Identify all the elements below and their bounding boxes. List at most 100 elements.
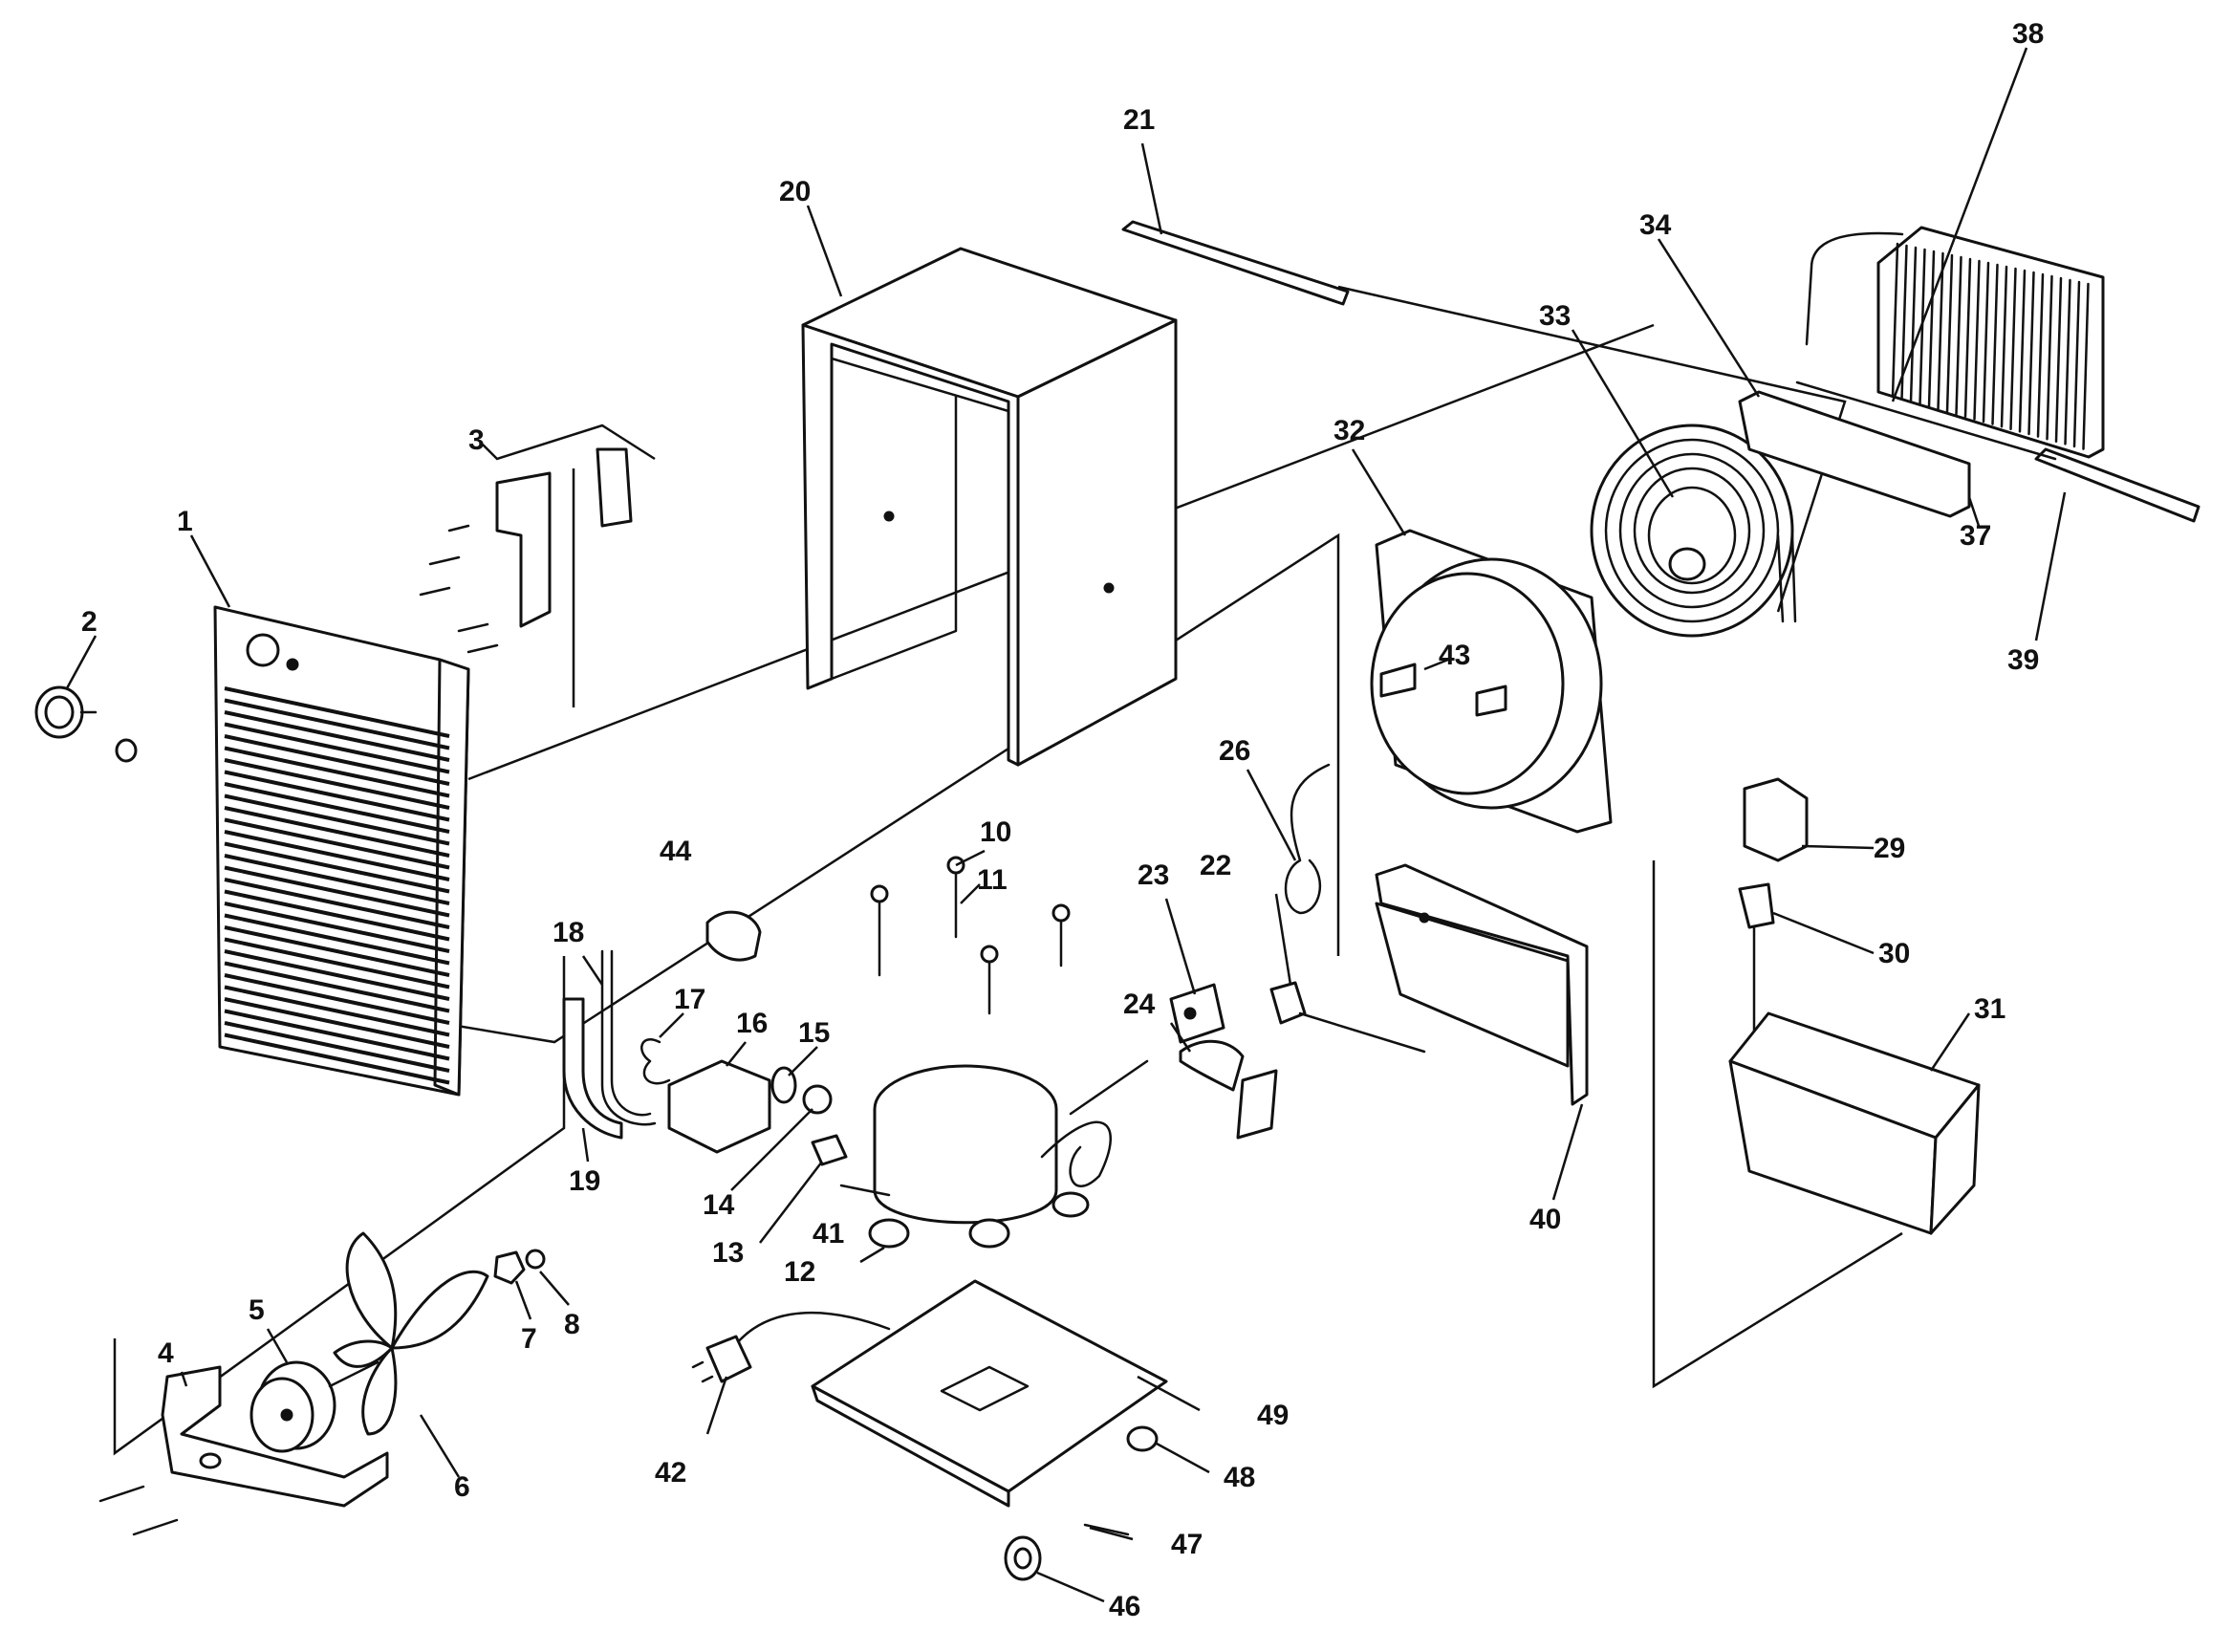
- label-40: 40: [1529, 1204, 1561, 1235]
- label-46: 46: [1109, 1591, 1140, 1622]
- label-14: 14: [703, 1189, 735, 1221]
- part-15-terminal: [770, 1066, 797, 1104]
- label-1: 1: [177, 506, 193, 537]
- evaporator-fin: [2036, 272, 2045, 438]
- grille-louver: [224, 710, 450, 762]
- part-4-motor-bracket: [98, 1365, 389, 1536]
- evaporator-fin: [1927, 250, 1936, 408]
- label-41: 41: [813, 1218, 844, 1250]
- label-37: 37: [1960, 520, 1991, 552]
- evaporator-fin: [1991, 263, 1999, 425]
- label-26: 26: [1219, 735, 1250, 767]
- grille-louver: [224, 949, 450, 1001]
- evaporator-fin: [1963, 257, 1972, 419]
- evaporator-fin: [2000, 265, 2008, 428]
- part-1-front-grille: [213, 605, 470, 1097]
- label-19: 19: [569, 1165, 600, 1197]
- part-46-wheel: [1004, 1535, 1042, 1581]
- evaporator-fin: [2046, 274, 2053, 441]
- label-13: 13: [712, 1237, 744, 1269]
- grille-louver: [224, 961, 450, 1013]
- part-compressor: [839, 1059, 1149, 1225]
- grille-louver: [224, 1032, 450, 1085]
- part-26-drain-cord: [1284, 763, 1331, 915]
- grille-louver: [224, 925, 450, 977]
- grille-louver: [224, 973, 450, 1025]
- label-8: 8: [564, 1309, 580, 1340]
- part-12-41-grommets: [868, 1191, 1090, 1249]
- part-13-connector: [811, 1134, 848, 1166]
- label-18: 18: [553, 917, 584, 948]
- part-31-water-bucket: [1728, 1011, 1981, 1235]
- evaporator-fin: [1909, 246, 1918, 403]
- grille-louver: [224, 1021, 450, 1073]
- part-40-base-bracket: [1375, 863, 1589, 1106]
- grille-louver: [224, 698, 450, 750]
- grille-louver: [224, 734, 450, 786]
- part-22-clip: [1269, 981, 1426, 1054]
- label-7: 7: [521, 1323, 537, 1355]
- label-17: 17: [674, 984, 705, 1015]
- label-48: 48: [1224, 1462, 1255, 1493]
- grille-louver: [224, 854, 450, 905]
- part-49-base-plate: [811, 1279, 1168, 1508]
- grille-louver: [224, 782, 450, 834]
- label-33: 33: [1539, 300, 1571, 332]
- evaporator-fin: [1891, 242, 1899, 399]
- grille-louver: [224, 985, 450, 1037]
- grille-louver: [224, 1009, 450, 1061]
- evaporator-fins: [1891, 242, 2090, 450]
- label-12: 12: [784, 1256, 815, 1288]
- part-17-wire-clip: [640, 1038, 671, 1085]
- grille-louver: [224, 817, 450, 870]
- label-29: 29: [1874, 833, 1905, 864]
- grille-louver: [224, 758, 450, 810]
- label-34: 34: [1639, 209, 1672, 241]
- part-42-power-cord: [691, 1311, 891, 1383]
- evaporator-fin: [2082, 282, 2090, 450]
- label-47: 47: [1171, 1529, 1203, 1560]
- evaporator-fin: [1982, 261, 1990, 424]
- label-44: 44: [660, 836, 692, 867]
- part-19-hose: [562, 997, 623, 1140]
- grille-louver: [224, 913, 450, 966]
- part-10-11-bolts: [870, 856, 1071, 1015]
- grille-louver: [224, 806, 450, 858]
- part-29-switch: [1743, 777, 1809, 862]
- part-18-tube: [600, 949, 657, 1126]
- grille-louver: [224, 841, 450, 894]
- label-31: 31: [1974, 993, 2005, 1025]
- label-6: 6: [454, 1471, 470, 1503]
- label-42: 42: [655, 1457, 686, 1489]
- evaporator-fin: [1919, 248, 1926, 406]
- label-32: 32: [1333, 415, 1365, 446]
- evaporator-fin: [2009, 267, 2017, 431]
- callout-labels: 1 2 3 4 5 6 7 8 10 11 12 13 14 15 16 17 …: [81, 18, 2044, 1622]
- label-16: 16: [736, 1008, 768, 1039]
- part-2-knob: [34, 685, 138, 763]
- part-16-relay: [667, 1059, 771, 1154]
- part-5-fan-motor: [249, 1360, 379, 1453]
- label-5: 5: [249, 1294, 265, 1326]
- part-24-overload-clip: [1179, 1039, 1278, 1140]
- part-47-screw: [1083, 1523, 1130, 1536]
- part-48-foot: [1126, 1425, 1159, 1452]
- evaporator-fin: [2064, 278, 2071, 446]
- evaporator-fin: [1937, 251, 1944, 411]
- part-21-top-strip: [1121, 220, 1350, 306]
- evaporator-fin: [1945, 253, 1954, 413]
- grille-louver: [224, 746, 450, 798]
- label-4: 4: [158, 1337, 174, 1369]
- label-leaders: [65, 47, 2067, 1603]
- part-6-fan-blade: [333, 1231, 489, 1436]
- part-14-cap: [802, 1084, 833, 1115]
- evaporator-fin: [2072, 280, 2081, 448]
- part-44-fitting: [705, 910, 762, 962]
- label-49: 49: [1257, 1400, 1289, 1431]
- label-11: 11: [977, 864, 1008, 896]
- part-3-control-bracket: [419, 447, 633, 654]
- label-15: 15: [798, 1017, 830, 1049]
- part-39-bracket-strip: [2034, 447, 2200, 523]
- evaporator-fin: [1955, 255, 1962, 416]
- part-38-evaporator-coil: [1795, 226, 2105, 461]
